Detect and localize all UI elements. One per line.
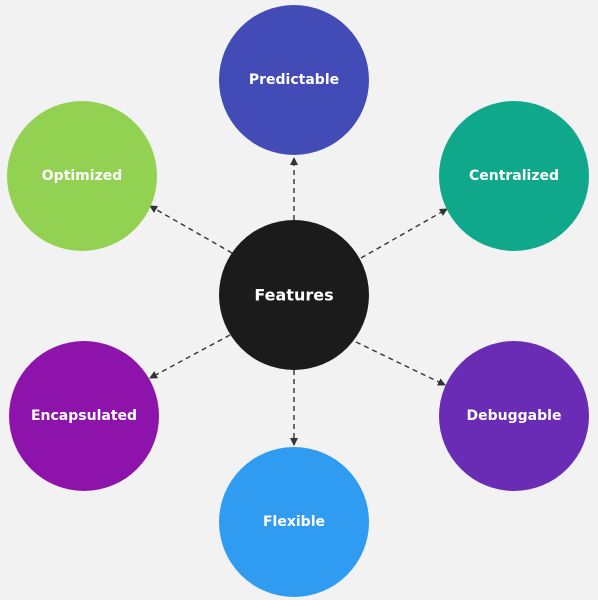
center-circle — [219, 220, 369, 370]
node-label: Flexible — [263, 514, 325, 530]
node-label: Optimized — [42, 168, 122, 184]
node-circle — [219, 447, 369, 597]
feature-node-optimized: Optimized — [7, 101, 157, 251]
arrow-to-centralized — [360, 208, 448, 259]
feature-node-predictable: Predictable — [219, 5, 369, 155]
center-node: Features — [219, 220, 369, 370]
node-circle — [9, 341, 159, 491]
arrow-to-optimized — [149, 205, 233, 254]
node-circle — [7, 101, 157, 251]
node-label: Encapsulated — [31, 408, 137, 424]
node-circle — [439, 101, 589, 251]
arrow-to-encapsulated — [149, 334, 231, 379]
feature-node-encapsulated: Encapsulated — [9, 341, 159, 491]
node-label: Debuggable — [467, 408, 562, 424]
node-circle — [219, 5, 369, 155]
feature-node-flexible: Flexible — [219, 447, 369, 597]
arrow-to-debuggable — [355, 341, 446, 386]
feature-node-debuggable: Debuggable — [439, 341, 589, 491]
feature-node-centralized: Centralized — [439, 101, 589, 251]
center-label: Features — [254, 286, 333, 305]
node-label: Centralized — [469, 168, 559, 184]
node-label: Predictable — [249, 72, 339, 88]
connectors — [149, 157, 448, 446]
node-circle — [439, 341, 589, 491]
